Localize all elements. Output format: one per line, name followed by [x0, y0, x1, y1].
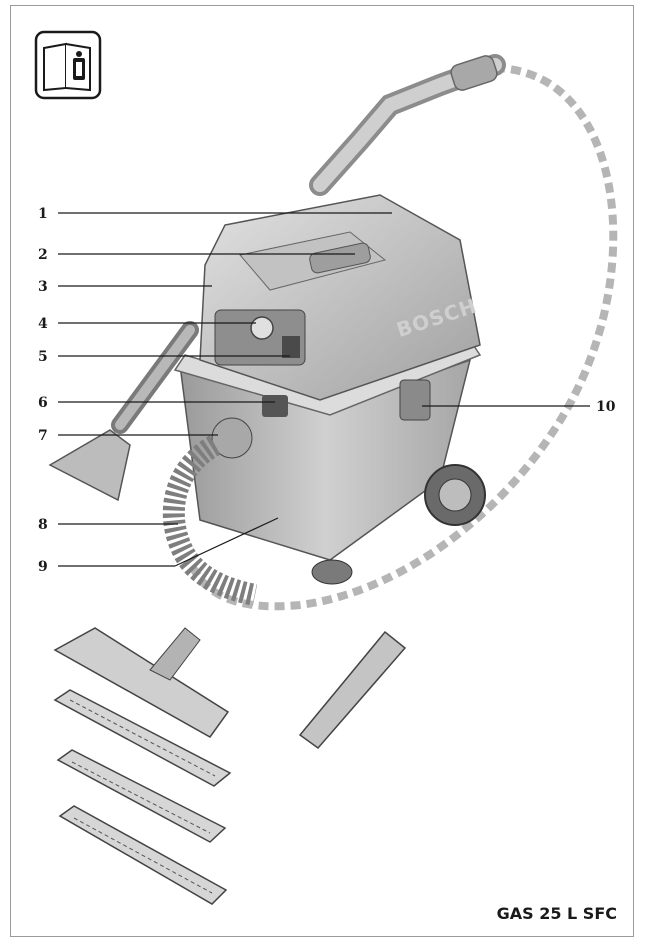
callout-3: 3: [38, 279, 48, 295]
callout-leaders: [58, 212, 590, 567]
manual-info-icon: [34, 30, 102, 100]
accessory-strip-1: [53, 689, 232, 787]
callout-5: 5: [38, 349, 48, 365]
callout-1: 1: [38, 206, 48, 222]
hose-outline: [186, 64, 618, 611]
accessory-crevice-nozzle: [298, 630, 407, 750]
vacuum-body: [173, 194, 486, 585]
model-name: GAS 25 L SFC: [496, 904, 617, 923]
callout-7: 7: [38, 428, 48, 444]
accessory-floor-nozzle: [53, 627, 230, 738]
callout-2: 2: [38, 247, 48, 263]
flex-hose: [162, 435, 258, 606]
accessory-strip-2: [56, 749, 227, 843]
callout-10: 10: [596, 399, 616, 415]
floor-nozzle: [48, 321, 199, 502]
callout-8: 8: [38, 517, 48, 533]
suction-hose: [309, 54, 506, 196]
accessory-strip-3: [58, 805, 228, 905]
callout-9: 9: [38, 559, 48, 575]
callout-6: 6: [38, 395, 48, 411]
callout-4: 4: [38, 316, 48, 332]
